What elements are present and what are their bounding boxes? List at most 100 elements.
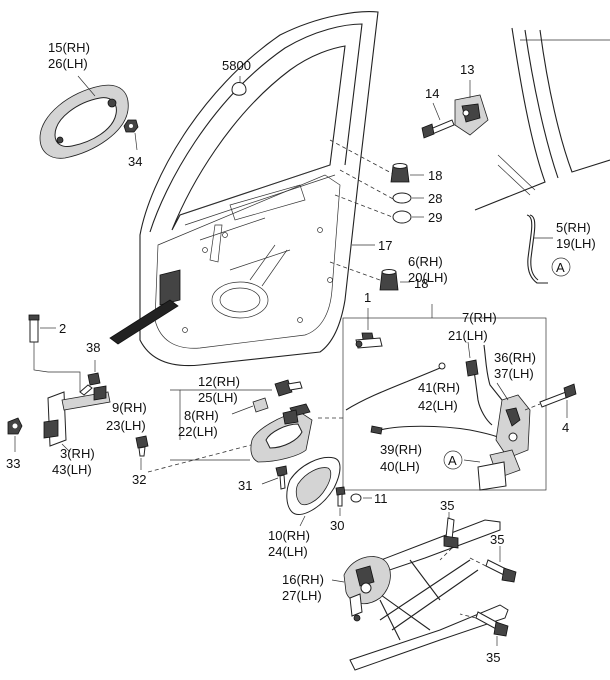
label-15: 15(RH) bbox=[48, 40, 90, 55]
label-16: 16(RH) bbox=[282, 572, 324, 587]
nut-33 bbox=[7, 417, 23, 435]
label-18a: 18 bbox=[428, 168, 442, 183]
bolt-38 bbox=[79, 372, 101, 396]
door-lock bbox=[477, 394, 531, 491]
label-5800: 5800 bbox=[222, 58, 251, 73]
dash-18b bbox=[329, 261, 381, 281]
leader-31 bbox=[261, 477, 279, 485]
dash-18a bbox=[329, 139, 396, 176]
leader-14 bbox=[432, 102, 441, 121]
label-14: 14 bbox=[425, 86, 439, 101]
screw-14 bbox=[421, 119, 455, 139]
label-36: 36(RH) bbox=[494, 350, 536, 365]
label-24: 24(LH) bbox=[268, 544, 308, 559]
label-42: 42(LH) bbox=[418, 398, 458, 413]
leader-15 bbox=[77, 75, 96, 97]
window-regulator bbox=[343, 519, 509, 671]
bumper-18-bottom bbox=[379, 269, 399, 291]
label-A2: A bbox=[448, 453, 457, 468]
label-41: 41(RH) bbox=[418, 380, 460, 395]
label-12: 12(RH) bbox=[198, 374, 240, 389]
leader-34 bbox=[134, 132, 138, 151]
label-34: 34 bbox=[128, 154, 142, 169]
pin-2 bbox=[28, 314, 40, 343]
label-20: 20(LH) bbox=[408, 270, 448, 285]
label-11: 11 bbox=[374, 491, 388, 506]
door-check-link bbox=[48, 371, 81, 392]
label-1: 1 bbox=[364, 290, 371, 305]
dash-handle bbox=[147, 439, 271, 473]
dash-35a bbox=[439, 547, 453, 561]
callout-circle-a1 bbox=[551, 257, 571, 277]
label-2: 2 bbox=[59, 321, 66, 336]
label-13: 13 bbox=[460, 62, 474, 77]
screw-30 bbox=[335, 486, 346, 507]
clip-7 bbox=[465, 359, 479, 377]
label-8: 8(RH) bbox=[184, 408, 219, 423]
screw-32 bbox=[135, 435, 149, 457]
label-21: 21(LH) bbox=[448, 328, 488, 343]
label-4: 4 bbox=[562, 420, 569, 435]
leader-A2 bbox=[463, 459, 481, 463]
label-43: 43(LH) bbox=[52, 462, 92, 477]
label-32: 32 bbox=[132, 472, 146, 487]
label-31: 31 bbox=[238, 478, 252, 493]
label-33: 33 bbox=[6, 456, 20, 471]
label-35b: 35 bbox=[490, 532, 504, 547]
label-27: 27(LH) bbox=[282, 588, 322, 603]
label-9: 9(RH) bbox=[112, 400, 147, 415]
dash-inner bbox=[524, 403, 541, 411]
label-A1: A bbox=[556, 260, 565, 275]
door-cable bbox=[109, 299, 179, 345]
leader-16 bbox=[331, 579, 345, 583]
label-38: 38 bbox=[86, 340, 100, 355]
cable-end bbox=[370, 425, 383, 435]
label-29: 29 bbox=[428, 210, 442, 225]
screw-4 bbox=[539, 383, 577, 408]
inside-rod bbox=[345, 367, 441, 411]
label-6: 6(RH) bbox=[408, 254, 443, 269]
label-22: 22(LH) bbox=[178, 424, 218, 439]
bolt-35-bottom bbox=[475, 611, 509, 637]
label-7: 7(RH) bbox=[462, 310, 497, 325]
dash-35b bbox=[469, 557, 487, 567]
bolt-35-top bbox=[443, 517, 459, 549]
label-18b: 18 bbox=[414, 276, 428, 291]
leader-10 bbox=[299, 515, 306, 527]
grommet-5800 bbox=[231, 82, 247, 96]
rod-clip bbox=[438, 362, 446, 370]
label-35c: 35 bbox=[486, 650, 500, 665]
lock-rod-5 bbox=[526, 214, 548, 284]
screw-34 bbox=[123, 119, 139, 133]
bolt-35-mid bbox=[485, 559, 517, 583]
handle-bezel bbox=[286, 456, 341, 515]
screw-31 bbox=[275, 465, 288, 490]
dash-28 bbox=[339, 169, 396, 201]
inside-handle bbox=[250, 403, 313, 463]
door-check bbox=[43, 385, 111, 447]
dash-35c bbox=[459, 613, 477, 619]
label-40: 40(LH) bbox=[380, 459, 420, 474]
label-37: 37(LH) bbox=[494, 366, 534, 381]
label-23: 23(LH) bbox=[106, 418, 146, 433]
label-35a: 35 bbox=[440, 498, 454, 513]
leader-8 bbox=[231, 405, 254, 415]
label-28: 28 bbox=[428, 191, 442, 206]
pad-28 bbox=[392, 192, 412, 204]
door-shell bbox=[139, 11, 379, 367]
label-26: 26(LH) bbox=[48, 56, 88, 71]
rod-7 bbox=[483, 344, 503, 401]
bumper-18-top bbox=[390, 163, 410, 183]
door-striker bbox=[454, 94, 489, 136]
pad-29 bbox=[392, 210, 412, 224]
label-39: 39(RH) bbox=[380, 442, 422, 457]
label-19: 19(LH) bbox=[556, 236, 596, 251]
label-17: 17 bbox=[378, 238, 392, 253]
callout-circle-a2 bbox=[443, 450, 463, 470]
label-5: 5(RH) bbox=[556, 220, 591, 235]
bolt-1 bbox=[355, 332, 383, 349]
cable-39 bbox=[379, 425, 501, 439]
car-body-pillar bbox=[474, 27, 610, 211]
label-30: 30 bbox=[330, 518, 344, 533]
outside-handle bbox=[39, 84, 129, 159]
